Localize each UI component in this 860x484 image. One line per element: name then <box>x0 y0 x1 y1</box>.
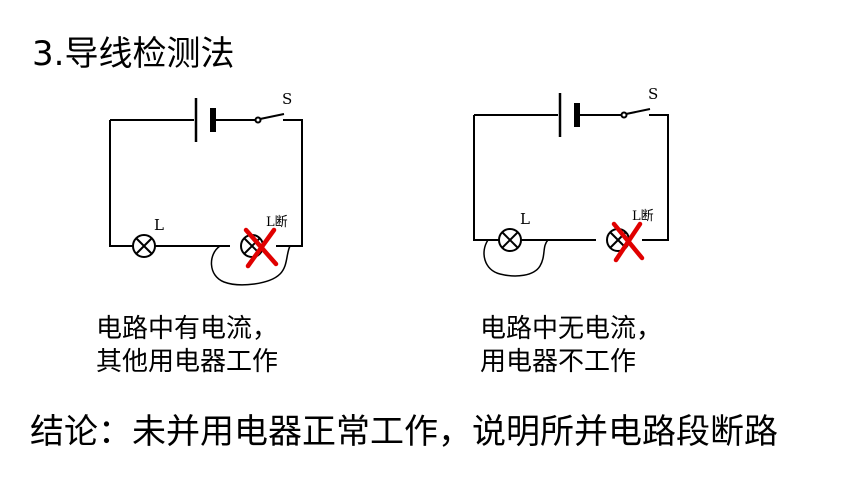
switch-lever <box>625 108 651 115</box>
switch-label: S <box>648 85 658 103</box>
lamp-L-icon <box>498 228 522 252</box>
circuit-diagram-without-current: S L L断 <box>473 85 669 277</box>
test-wire <box>210 245 291 286</box>
lamp-L-label: L <box>520 210 530 228</box>
test-wire <box>483 239 549 277</box>
red-cross-icon <box>243 227 279 269</box>
caption-line: 用电器不工作 <box>480 347 637 377</box>
conclusion-text: 结论：未并用电器正常工作，说明所并电路段断路 <box>30 412 778 452</box>
caption-line: 电路中无电流， <box>480 314 663 344</box>
page-title: 3.导线检测法 <box>32 34 235 74</box>
switch-contact <box>620 111 628 119</box>
circuit-wire <box>109 119 303 247</box>
caption-with-current: 电路中有电流， 其他用电器工作 <box>96 313 278 379</box>
switch-lever <box>259 113 285 120</box>
caption-line: 其他用电器工作 <box>96 347 279 377</box>
caption-line: 电路中有电流， <box>96 314 279 344</box>
caption-without-current: 电路中无电流， 用电器不工作 <box>480 313 662 379</box>
switch-contact <box>254 116 262 124</box>
red-cross-icon <box>611 221 645 263</box>
circuit-diagram-with-current: S L L断 <box>109 90 303 286</box>
broken-lamp-label: L断 <box>266 215 288 230</box>
lamp-L-label: L <box>154 216 164 234</box>
switch-label: S <box>282 90 292 108</box>
circuit-wire <box>473 114 669 241</box>
lamp-L-icon <box>132 234 156 258</box>
broken-lamp-label: L断 <box>632 209 654 224</box>
